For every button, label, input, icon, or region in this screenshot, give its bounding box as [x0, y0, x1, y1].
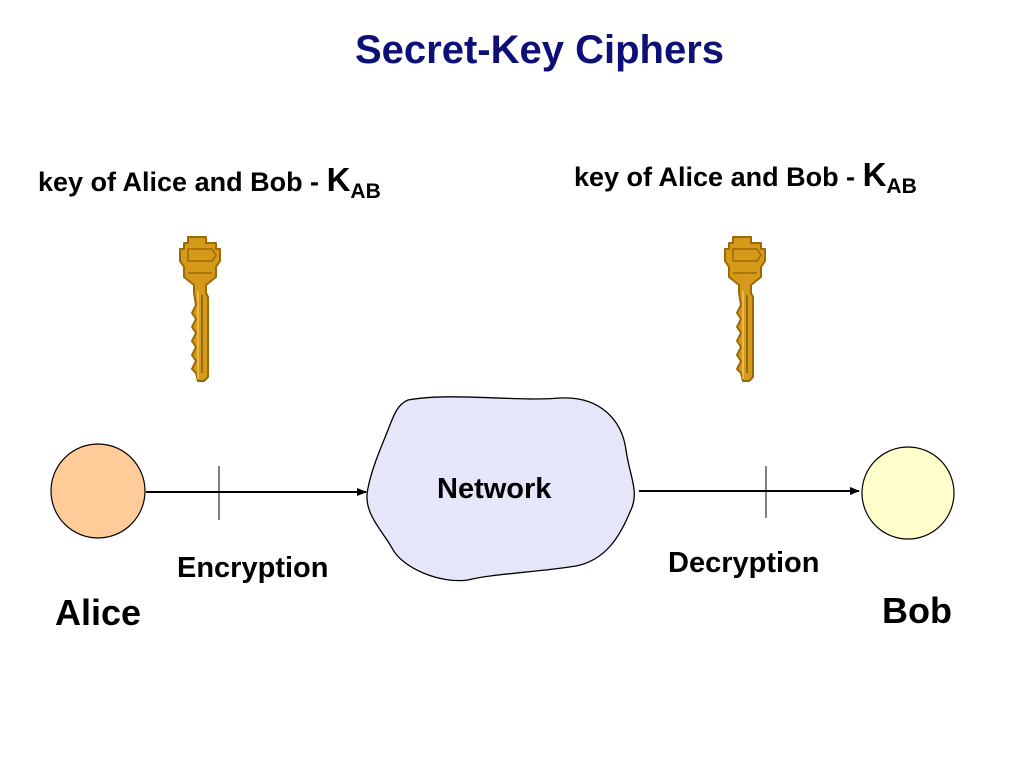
page-title: Secret-Key Ciphers — [354, 28, 725, 72]
bob-label: Bob — [882, 590, 952, 631]
alice-node — [50, 443, 146, 539]
key-label-text: key of Alice and Bob - — [38, 167, 327, 197]
key-subscript: AB — [886, 175, 917, 198]
key-icon — [179, 236, 221, 382]
key-label-text: key of Alice and Bob - — [574, 162, 863, 192]
bob-node — [861, 446, 955, 540]
decryption-label: Decryption — [668, 547, 820, 579]
key-symbol: K — [862, 156, 887, 193]
key-subscript: AB — [350, 180, 381, 203]
encryption-label: Encryption — [177, 552, 329, 584]
key-symbol: K — [326, 161, 351, 198]
key-icon — [724, 236, 766, 382]
key-label-right: key of Alice and Bob - KAB — [574, 156, 917, 197]
alice-label: Alice — [55, 592, 142, 633]
key-label-left: key of Alice and Bob - KAB — [38, 161, 381, 202]
network-cloud — [366, 396, 635, 582]
network-label: Network — [437, 473, 552, 505]
